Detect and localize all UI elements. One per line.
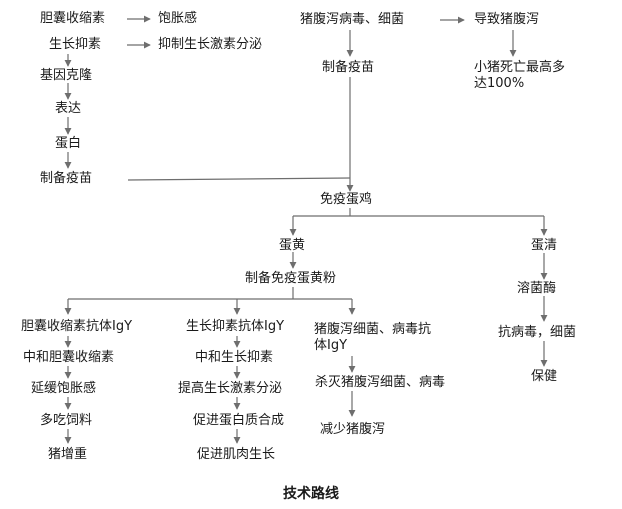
node-vaccine-mid: 制备疫苗 [322,60,375,75]
node-reduce-diarrhea: 减少猪腹泻 [320,422,386,437]
node-antiviral: 抗病毒，细菌 [498,325,577,340]
node-immune-hen: 免疫蛋鸡 [320,192,373,207]
node-yolk-powder: 制备免疫蛋黄粉 [245,271,337,286]
node-gene-clone: 基因克隆 [40,68,93,83]
node-yolk: 蛋黄 [279,238,306,253]
node-muscle-growth: 促进肌肉生长 [197,447,276,462]
node-pig-diarrhea-pathogens: 猪腹泻病毒、细菌 [300,12,405,27]
node-cck: 胆囊收缩素 [40,11,106,26]
node-somatostatin: 生长抑素 [49,37,102,52]
node-piglet-death: 小猪死亡最高多达100% [474,60,566,91]
node-lysozyme: 溶菌酶 [517,281,557,296]
node-protein-synth: 促进蛋白质合成 [193,413,285,428]
node-neutralize-cck: 中和胆囊收缩素 [23,350,115,365]
node-protein: 蛋白 [55,136,82,151]
node-inhibit-gh: 抑制生长激素分泌 [158,37,263,52]
node-raise-gh: 提高生长激素分泌 [178,381,283,396]
node-neutralize-ss: 中和生长抑素 [195,350,274,365]
node-ss-antibody: 生长抑素抗体IgY [186,319,285,334]
line-vaccine-left-center [127,177,351,181]
node-health: 保健 [531,369,558,384]
diagram-caption: 技术路线 [283,486,339,502]
node-satiety: 饱胀感 [158,11,198,26]
node-diarrhea-antibody: 猪腹泻细菌、病毒抗体IgY [314,322,432,353]
node-cck-antibody: 胆囊收缩素抗体IgY [21,319,133,334]
node-kill-pathogens: 杀灭猪腹泻细菌、病毒 [315,375,446,390]
node-delay-satiety: 延缓饱胀感 [31,381,97,396]
node-pig-weight: 猪增重 [48,447,88,462]
node-white: 蛋清 [531,238,558,253]
node-vaccine-left: 制备疫苗 [40,171,93,186]
node-cause-diarrhea: 导致猪腹泻 [474,12,540,27]
node-expression: 表达 [55,101,82,116]
node-eat-more: 多吃饲料 [40,413,93,428]
